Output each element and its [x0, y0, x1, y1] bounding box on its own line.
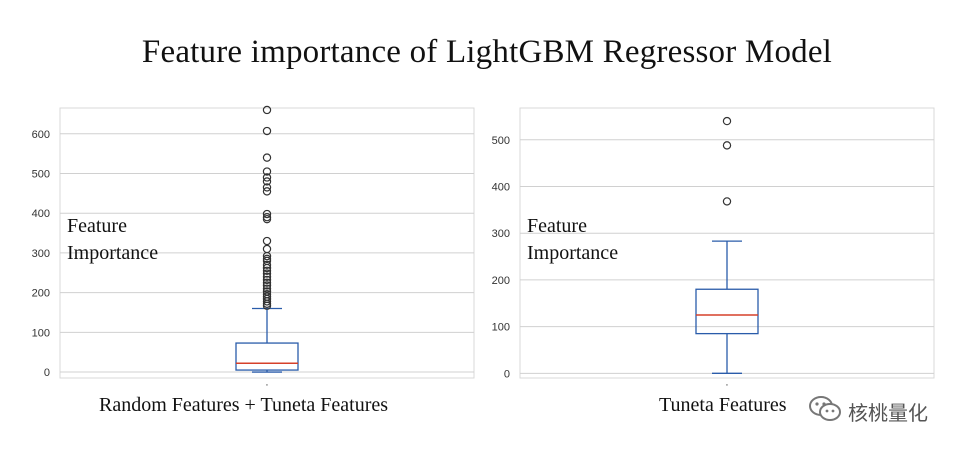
y-tick-label-200: 200 [492, 275, 510, 287]
chart-title: Feature importance of LightGBM Regressor… [141, 34, 833, 70]
watermark: 核桃量化 [808, 394, 928, 428]
y-tick-label-600: 600 [32, 129, 50, 141]
watermark-text: 核桃量化 [848, 400, 928, 425]
wechat-icon [808, 395, 842, 428]
outlier-point-2 [722, 197, 732, 206]
y-axis-label-line1: Feature [67, 215, 127, 237]
iqr-box [695, 288, 759, 335]
outlier-point-23 [262, 281, 272, 290]
y-tick-label-500: 500 [492, 135, 510, 147]
outlier-point-17 [262, 263, 272, 273]
y-tick-label-300: 300 [32, 248, 50, 260]
y-tick-label-0: 0 [504, 368, 510, 380]
y-tick-label-400: 400 [32, 208, 50, 220]
outlier-point-2 [262, 153, 272, 162]
outlier-point-16 [262, 260, 272, 270]
y-tick-label-300: 300 [492, 228, 510, 240]
y-tick-label-0: 0 [44, 367, 50, 379]
outlier-point-0 [722, 116, 732, 126]
boxplot-tuneta: 0 100 200 300 400 500 · [492, 107, 935, 390]
y-tick-label-200: 200 [32, 288, 50, 300]
y-axis-label: Feature Importance [67, 213, 158, 267]
outlier-point-1 [262, 126, 272, 136]
outlier-point-22 [262, 278, 272, 287]
outlier-point-0 [262, 105, 272, 115]
outlier-point-3 [262, 167, 272, 176]
outlier-point-19 [262, 269, 272, 278]
outlier-point-10 [262, 214, 272, 224]
outlier-point-6 [262, 183, 272, 192]
chart-panel-tuneta: 0 100 200 300 400 500 · Feature Importance [460, 100, 940, 390]
chart-panel-random-tuneta: 0 100 200 300 400 500 600 · Feature Importance [0, 100, 480, 390]
outlier-point-5 [262, 177, 272, 186]
iqr-box [235, 342, 299, 371]
y-axis-label: Feature Importance [527, 213, 618, 267]
x-tick-mark: · [265, 379, 269, 390]
y-tick-label-100: 100 [32, 327, 50, 339]
boxplot-random-tuneta: 0 100 200 300 400 500 600 · [32, 105, 475, 390]
outlier-point-11 [262, 236, 272, 246]
outlier-point-21 [262, 275, 272, 285]
x-axis-label-random-tuneta: Random Features + Tuneta Features [99, 394, 389, 416]
y-tick-label-400: 400 [492, 181, 510, 193]
y-axis-label-line2: Importance [527, 242, 619, 264]
outlier-point-8 [262, 209, 272, 219]
outlier-point-31 [262, 301, 272, 310]
outlier-point-7 [262, 187, 272, 196]
y-axis-label-line2: Importance [67, 242, 159, 264]
outlier-point-24 [262, 284, 272, 293]
outlier-point-1 [722, 141, 732, 150]
y-axis-label-line1: Feature [527, 215, 587, 237]
outlier-point-20 [262, 272, 272, 281]
y-tick-label-500: 500 [32, 169, 50, 181]
x-tick-mark: · [725, 379, 729, 390]
outlier-point-29 [262, 297, 272, 306]
y-tick-label-100: 100 [492, 322, 510, 334]
x-axis-label-tuneta: Tuneta Features [659, 394, 787, 416]
outlier-point-18 [262, 266, 272, 275]
outlier-point-13 [262, 251, 272, 261]
outlier-point-4 [262, 173, 272, 182]
